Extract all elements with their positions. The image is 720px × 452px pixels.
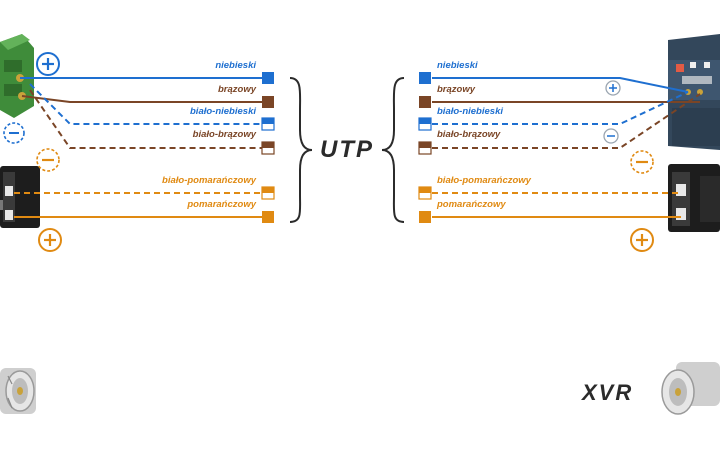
plus-icon [36,52,60,76]
minus-icon [36,148,60,172]
left-end-squares [261,72,275,223]
balun-icon [668,164,720,232]
wire-right-niebieski [432,77,689,93]
minus-icon [603,128,619,144]
right-end-squares [418,72,432,223]
minus-icon [3,122,25,144]
plus-icon [630,228,654,252]
wire-label-left-pomaranczowy: pomarańczowy [187,199,256,210]
xvr-label: XVR [582,380,634,405]
wire-label-left-bialo-pomaranczowy: biało-pomarańczowy [162,175,256,186]
wire-label-right-bialo-pomaranczowy: biało-pomarańczowy [437,175,531,186]
right-wires [432,77,701,218]
power-adapter-icon [668,34,720,150]
terminal-block-icon [0,34,34,118]
wire-left-brazowy [21,95,265,103]
wire-right-bialo-niebieski [432,91,689,125]
square-right-niebieski [419,72,431,84]
wire-label-left-brazowy: brązowy [217,84,256,95]
bnc-connector-icon [661,362,720,415]
utp-label: UTP [320,136,374,163]
wire-left-bialo-brazowy [29,89,265,149]
square-right-pomaranczowy [419,211,431,223]
balun-icon [0,166,40,228]
square-right-brazowy [419,96,431,108]
square-left-niebieski [262,72,274,84]
wire-label-left-bialo-niebieski: biało-niebieski [190,106,256,117]
wire-right-bialo-brazowy [432,93,701,149]
wire-label-right-bialo-niebieski: biało-niebieski [437,106,503,117]
minus-icon [630,150,654,174]
bnc-connector-icon [0,368,36,414]
wire-label-right-bialo-brazowy: biało-brązowy [437,129,501,140]
wire-label-right-pomaranczowy: pomarańczowy [437,199,506,210]
brace-right [381,77,405,223]
brace-left [289,77,313,223]
plus-icon [38,228,62,252]
left-wires [14,77,265,218]
plus-icon [605,80,621,96]
wire-label-right-niebieski: niebieski [437,60,478,71]
square-left-brazowy [262,96,274,108]
wire-label-left-bialo-brazowy: biało-brązowy [192,129,256,140]
square-left-pomaranczowy [262,211,274,223]
wire-label-left-niebieski: niebieski [215,60,256,71]
wire-label-right-brazowy: brązowy [437,84,476,95]
